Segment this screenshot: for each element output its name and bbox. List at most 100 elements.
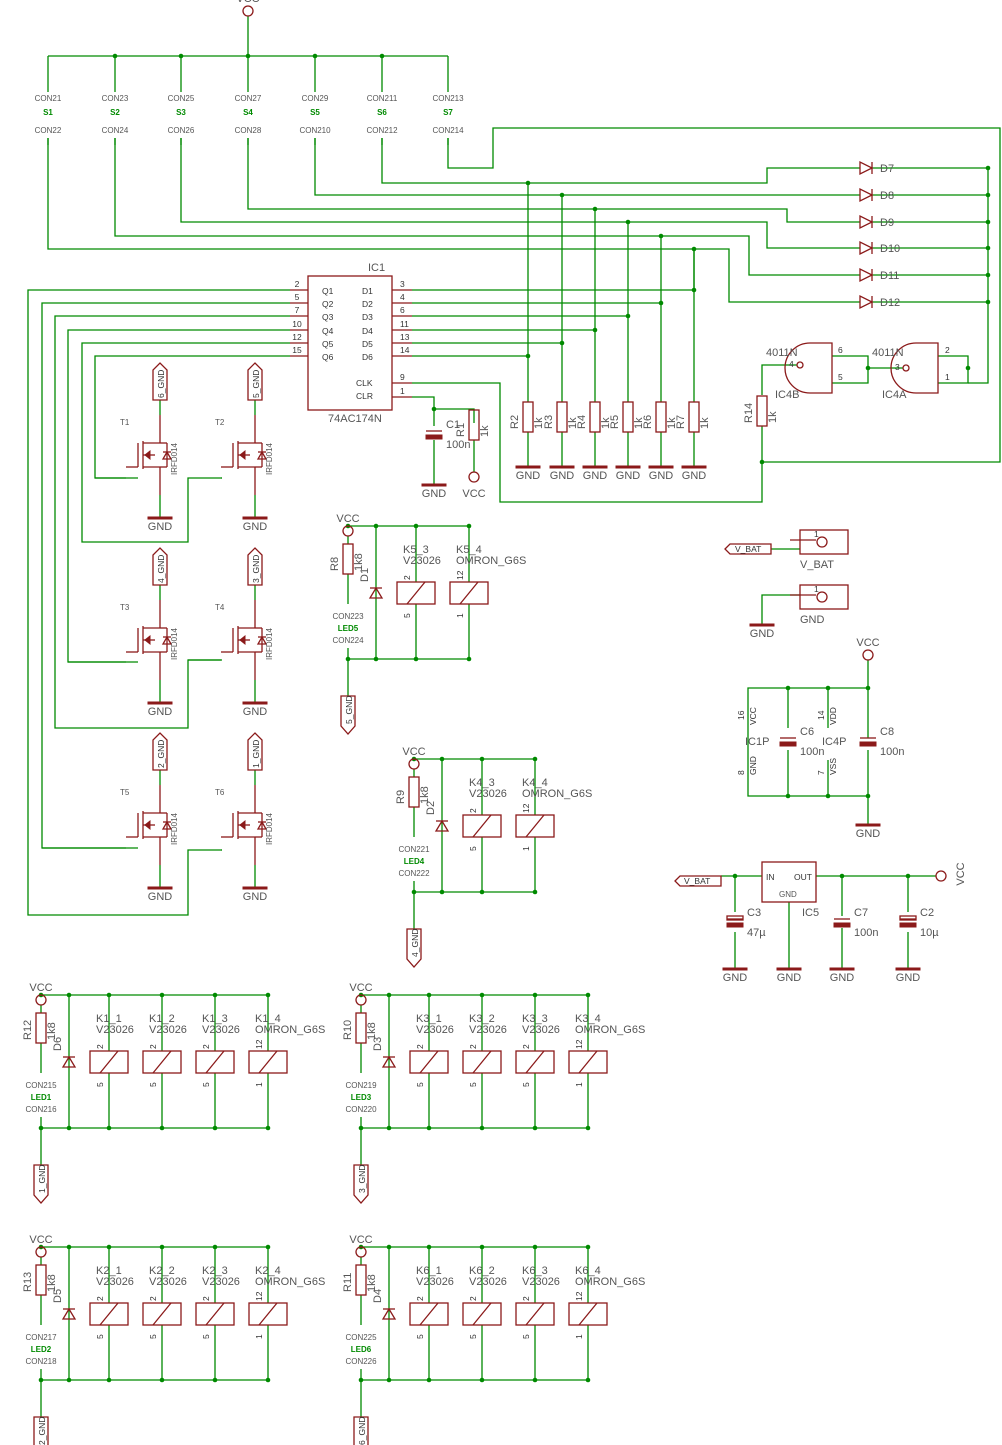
connector-name: V_BAT — [800, 559, 834, 571]
relay-coil — [89, 1050, 129, 1074]
relay-coil — [462, 814, 502, 838]
relay-type: V23026 — [522, 1276, 560, 1288]
relay-name: K4_4 — [522, 777, 548, 789]
diode-name: D10 — [880, 243, 900, 255]
relay-name: K3_4 — [575, 1013, 601, 1025]
diode — [859, 187, 874, 203]
ic1-pin-number: 3 — [400, 279, 405, 289]
net-tag-label: 1_GND — [251, 740, 261, 768]
capacitor-name: C8 — [880, 726, 894, 738]
relay-coil — [515, 1302, 555, 1326]
connector-label: CON23 — [102, 94, 129, 103]
led-label: LED2 — [31, 1345, 52, 1354]
gate-pin: 3 — [895, 362, 900, 372]
relay-pin: 1 — [574, 1082, 584, 1087]
relay-name: K3_3 — [522, 1013, 548, 1025]
net-tag — [353, 1164, 369, 1204]
resistor-value: 1k8 — [353, 553, 365, 571]
resistor-name: R1 — [455, 423, 467, 437]
relay-pin: 2 — [468, 808, 478, 813]
diode — [381, 1055, 397, 1068]
connector-label: CON223 — [332, 612, 364, 621]
diode — [61, 1307, 77, 1320]
diode — [434, 819, 450, 832]
ground-symbol — [421, 483, 447, 487]
vcc-label: VCC — [462, 488, 485, 500]
gnd-label: GND — [856, 828, 881, 840]
relay-pin: 12 — [254, 1039, 264, 1049]
connector-label: CON217 — [25, 1333, 57, 1342]
gnd-label: GND — [516, 470, 541, 482]
net-tag-label: 4_GND — [156, 555, 166, 583]
relay-type: OMRON_G6S — [575, 1024, 645, 1036]
resistor-name: R10 — [342, 1020, 354, 1040]
ic1-pin-name: D3 — [362, 312, 373, 322]
diode-name: D12 — [880, 297, 900, 309]
ic1-pin-number: 11 — [400, 319, 409, 329]
relay-name: K6_3 — [522, 1265, 548, 1277]
resistor — [556, 401, 568, 433]
resistor-name: R11 — [342, 1273, 354, 1292]
relay-pin: 5 — [95, 1082, 105, 1087]
gnd-label: GND — [243, 521, 268, 533]
relay-pin: 5 — [521, 1334, 531, 1339]
relay-name: K2_3 — [202, 1265, 228, 1277]
gnd-label: GND — [148, 521, 173, 533]
resistor-name: R5 — [609, 415, 621, 429]
vcc-supply-symbol — [408, 758, 420, 770]
ic1-pin-number: 5 — [295, 292, 300, 302]
resistor-name: R3 — [543, 415, 555, 429]
ground-symbol — [895, 967, 921, 971]
resistor — [655, 401, 667, 433]
gnd-label: GND — [243, 891, 268, 903]
relay-coil — [142, 1050, 182, 1074]
resistor-value: 1k8 — [366, 1022, 378, 1040]
relay-type: V23026 — [469, 1276, 507, 1288]
diode — [368, 586, 384, 599]
ic1-pin-name: Q1 — [322, 286, 334, 296]
capacitor — [899, 922, 917, 928]
vcc-supply-symbol — [355, 994, 367, 1006]
gnd-label: GND — [148, 706, 173, 718]
ground-symbol — [515, 465, 541, 469]
diode-name: D9 — [880, 217, 894, 229]
relay-pin: 5 — [148, 1082, 158, 1087]
capacitor-name: C7 — [854, 907, 868, 919]
relay-coil — [515, 1050, 555, 1074]
capacitor — [726, 922, 744, 928]
diode-name: D8 — [880, 190, 894, 202]
ic1-74ac174n — [307, 275, 393, 411]
mosfet-part: IRFD014 — [265, 442, 274, 475]
relay-pin: 12 — [574, 1291, 584, 1301]
relay-type: V23026 — [149, 1276, 187, 1288]
capacitor — [779, 741, 797, 747]
ic-power-pin-name: VDD — [828, 707, 838, 725]
gate-name: IC4A — [882, 389, 907, 401]
relay-pin: 5 — [201, 1334, 211, 1339]
capacitor-name: C6 — [800, 726, 814, 738]
relay-coil — [462, 1050, 502, 1074]
relay-coil — [568, 1050, 608, 1074]
resistor-name: R2 — [509, 415, 521, 429]
ic-power-pin-name: GND — [748, 756, 758, 775]
switch-label: S7 — [443, 108, 453, 117]
vcc-label: VCC — [402, 746, 425, 758]
relay-name: K1_3 — [202, 1013, 228, 1025]
ground-symbol — [855, 823, 881, 827]
ic1-pin-number: 13 — [400, 332, 410, 342]
ground-symbol — [147, 886, 173, 890]
net-tag — [152, 547, 168, 586]
relay-pin: 5 — [201, 1082, 211, 1087]
relay-pin: 2 — [95, 1296, 105, 1301]
relay-type: OMRON_G6S — [456, 555, 526, 567]
ic1-pin-name: Q6 — [322, 352, 334, 362]
relay-pin: 2 — [201, 1044, 211, 1049]
ic1-pin-name: D1 — [362, 286, 373, 296]
connector-label: CON213 — [432, 94, 464, 103]
vcc-label: VCC — [955, 862, 967, 885]
gnd-label: GND — [616, 470, 641, 482]
mosfet-name: T5 — [120, 788, 130, 797]
diode — [859, 214, 874, 230]
ic1-pin-name: D4 — [362, 326, 373, 336]
